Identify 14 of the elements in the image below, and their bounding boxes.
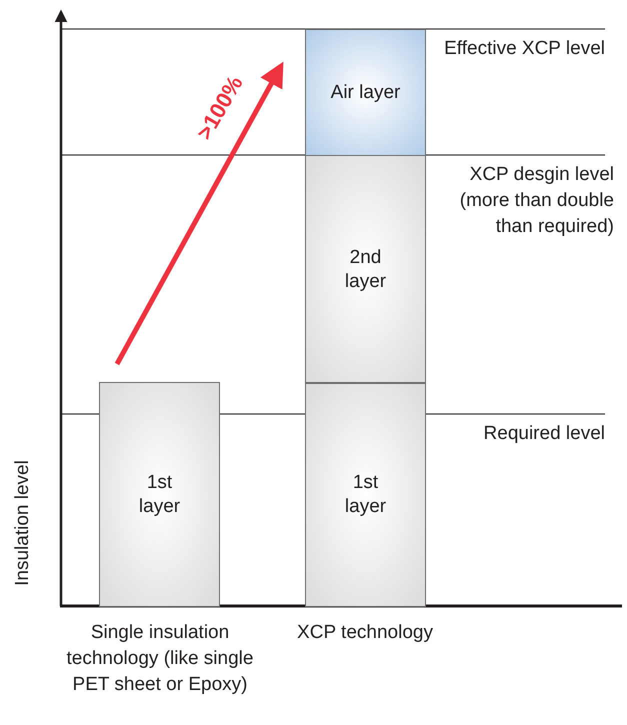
level-label: Effective XCP level <box>443 37 605 61</box>
layer-box <box>305 155 426 384</box>
level-label: Required level <box>482 422 605 446</box>
layer-box <box>305 382 426 607</box>
layer-label: Air layer <box>330 80 400 104</box>
layer-box <box>305 29 426 156</box>
layer-box <box>99 382 220 607</box>
layer-label: 2nd layer <box>344 246 388 294</box>
layer-label: 1st layer <box>138 470 182 518</box>
category-label: XCP technology <box>296 621 434 645</box>
layer-label: 1st layer <box>344 470 388 518</box>
axis-title: Insulation level <box>11 459 34 588</box>
category-label: Single insulation technology (like single PET sheet or Epoxy) <box>66 621 254 697</box>
level-label: XCP desgin level (more than double than required) <box>458 163 614 239</box>
